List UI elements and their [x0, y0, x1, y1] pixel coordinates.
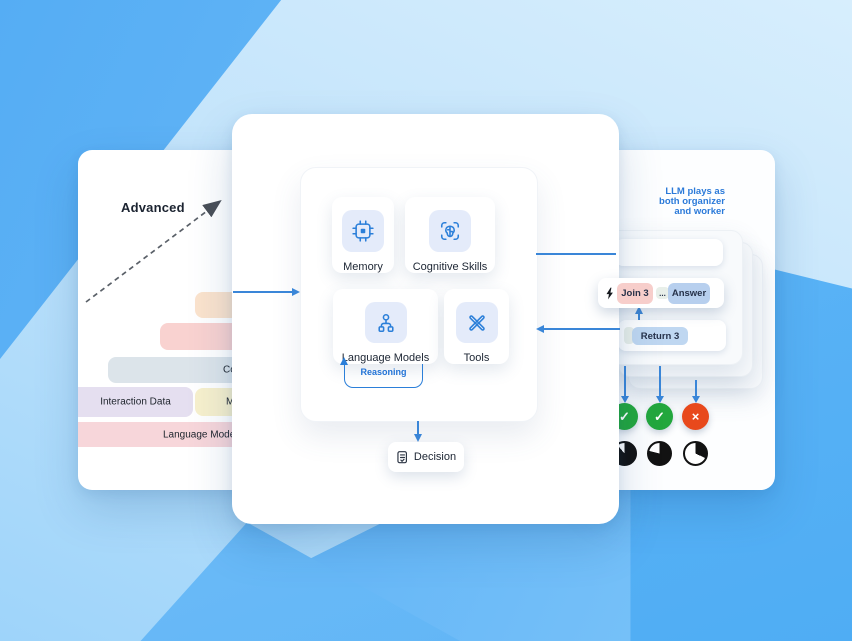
tile-tools: Tools [444, 289, 509, 364]
worker-arrow-line-3 [695, 380, 697, 396]
return-connector-line [544, 328, 620, 330]
decision-label: Decision [413, 451, 457, 463]
return-connector-arrow-head [536, 324, 544, 333]
pie-chart-2 [647, 441, 672, 466]
output-connector-line [536, 253, 616, 255]
tile-label: Memory [343, 261, 383, 273]
ellipsis-chip: ... [656, 287, 669, 299]
task-row-empty [615, 239, 723, 266]
crossed-tools-icon [468, 314, 485, 331]
tile-label: Language Models [341, 352, 430, 364]
tile-memory: Memory [332, 197, 394, 273]
lightning-icon [606, 287, 613, 300]
reasoning-label: Reasoning [360, 367, 407, 377]
reasoning-loop: Reasoning [344, 364, 423, 388]
result-check-icon-2: ✓ [646, 403, 673, 430]
result-cross-icon: × [682, 403, 709, 430]
tile-label: Cognitive Skills [412, 261, 488, 273]
brain-scan-icon [440, 221, 460, 241]
return-chip: Return 3 [632, 327, 688, 345]
return-panel: Return 3 [618, 320, 726, 351]
worker-arrow-head-1 [620, 396, 629, 403]
join-chip: Join 3 [617, 283, 653, 304]
organizer-worker-card: LLM plays as both organizer and worker R… [598, 150, 775, 490]
return-to-join-arrow-head [635, 306, 643, 314]
hierarchy-icon [377, 313, 394, 332]
worker-arrow-line-1 [624, 366, 626, 396]
organizer-caption: LLM plays as both organizer and worker [659, 186, 725, 217]
tile-language-models: Language Models [333, 289, 438, 364]
decision-box: Decision [388, 442, 464, 472]
agent-architecture-card: Memory Cognitive Skills [232, 114, 619, 524]
document-icon [397, 450, 407, 463]
tile-label: Tools [463, 352, 490, 364]
reasoning-loop-arrow-head [340, 357, 348, 365]
tile-cognitive-skills: Cognitive Skills [405, 197, 495, 273]
hidden-chip [624, 327, 634, 344]
answer-chip: Answer [668, 283, 710, 304]
worker-arrow-line-2 [659, 366, 661, 396]
input-connector-line [233, 291, 292, 293]
stack-bar-interaction-data: Interaction Data [78, 387, 193, 417]
advanced-trend-arrow [85, 199, 222, 303]
worker-arrow-head-3 [691, 396, 700, 403]
pie-chart-3 [683, 441, 708, 466]
decision-arrow-head [413, 434, 422, 442]
agent-inner-panel: Memory Cognitive Skills [300, 167, 538, 422]
decision-arrow-line [417, 421, 419, 435]
chip-icon [352, 220, 374, 242]
join-pill: Join 3 ... Answer [598, 278, 724, 308]
worker-arrow-head-2 [655, 396, 664, 403]
input-connector-arrow-head [292, 287, 300, 296]
advanced-label: Advanced [121, 200, 185, 215]
